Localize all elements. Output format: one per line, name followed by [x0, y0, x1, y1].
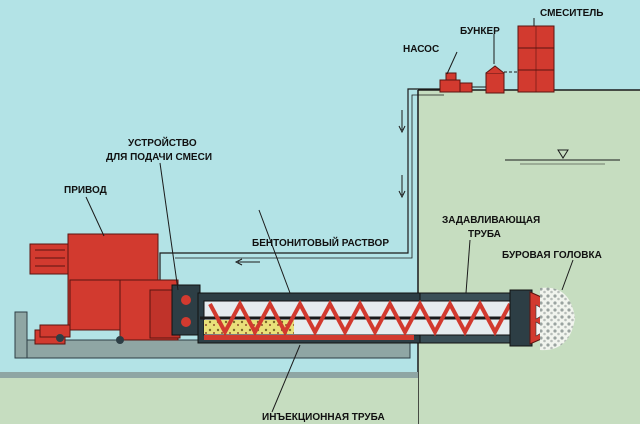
drive-unit-icon — [29, 233, 181, 344]
feeder-label-line2: ДЛЯ ПОДАЧИ СМЕСИ — [106, 152, 212, 163]
hopper-label: БУНКЕР — [460, 26, 500, 37]
ground-right — [418, 90, 640, 424]
mixer-label: СМЕСИТЕЛЬ — [540, 8, 603, 19]
leader-drive — [85, 196, 105, 237]
leader-bentonite — [258, 209, 291, 294]
mixer-icon — [517, 25, 555, 93]
drill-head-label: БУРОВАЯ ГОЛОВКА — [502, 250, 602, 261]
pit-floor — [0, 372, 418, 424]
pump-icon — [439, 72, 473, 93]
jacking-pipe-label-line1: ЗАДАВЛИВАЮЩАЯ — [442, 215, 540, 226]
hopper-icon — [485, 65, 505, 94]
auger-screw-icon — [200, 299, 530, 337]
water-level-icon — [505, 149, 620, 165]
bentonite-return-pipe — [175, 94, 444, 259]
leader-pump — [446, 51, 458, 75]
flow-arrow-left-icon — [234, 258, 260, 266]
jacking-pipe-label-line2: ТРУБА — [468, 229, 501, 240]
pump-label: НАСОС — [403, 44, 439, 55]
mixture-feeder-icon — [171, 284, 201, 336]
bentonite-label: БЕНТОНИТОВЫЙ РАСТВОР — [252, 236, 389, 249]
pit-floor-slab — [0, 372, 418, 378]
leader-feeder — [159, 162, 179, 291]
injection-pipe — [204, 335, 414, 340]
rubble-zone — [540, 287, 575, 351]
leader-drill-head — [561, 259, 574, 291]
drive-label: ПРИВОД — [64, 185, 107, 196]
leader-injection-pipe — [271, 344, 301, 413]
thrust-wall — [14, 311, 28, 359]
leader-jacking-pipe — [465, 239, 471, 294]
flow-arrow-down-icon — [398, 110, 406, 199]
feeder-label-line1: УСТРОЙСТВО — [128, 136, 197, 149]
injection-pipe-label: ИНЪЕКЦИОННАЯ ТРУБА — [262, 412, 385, 423]
bentonite-pipe — [159, 88, 440, 285]
